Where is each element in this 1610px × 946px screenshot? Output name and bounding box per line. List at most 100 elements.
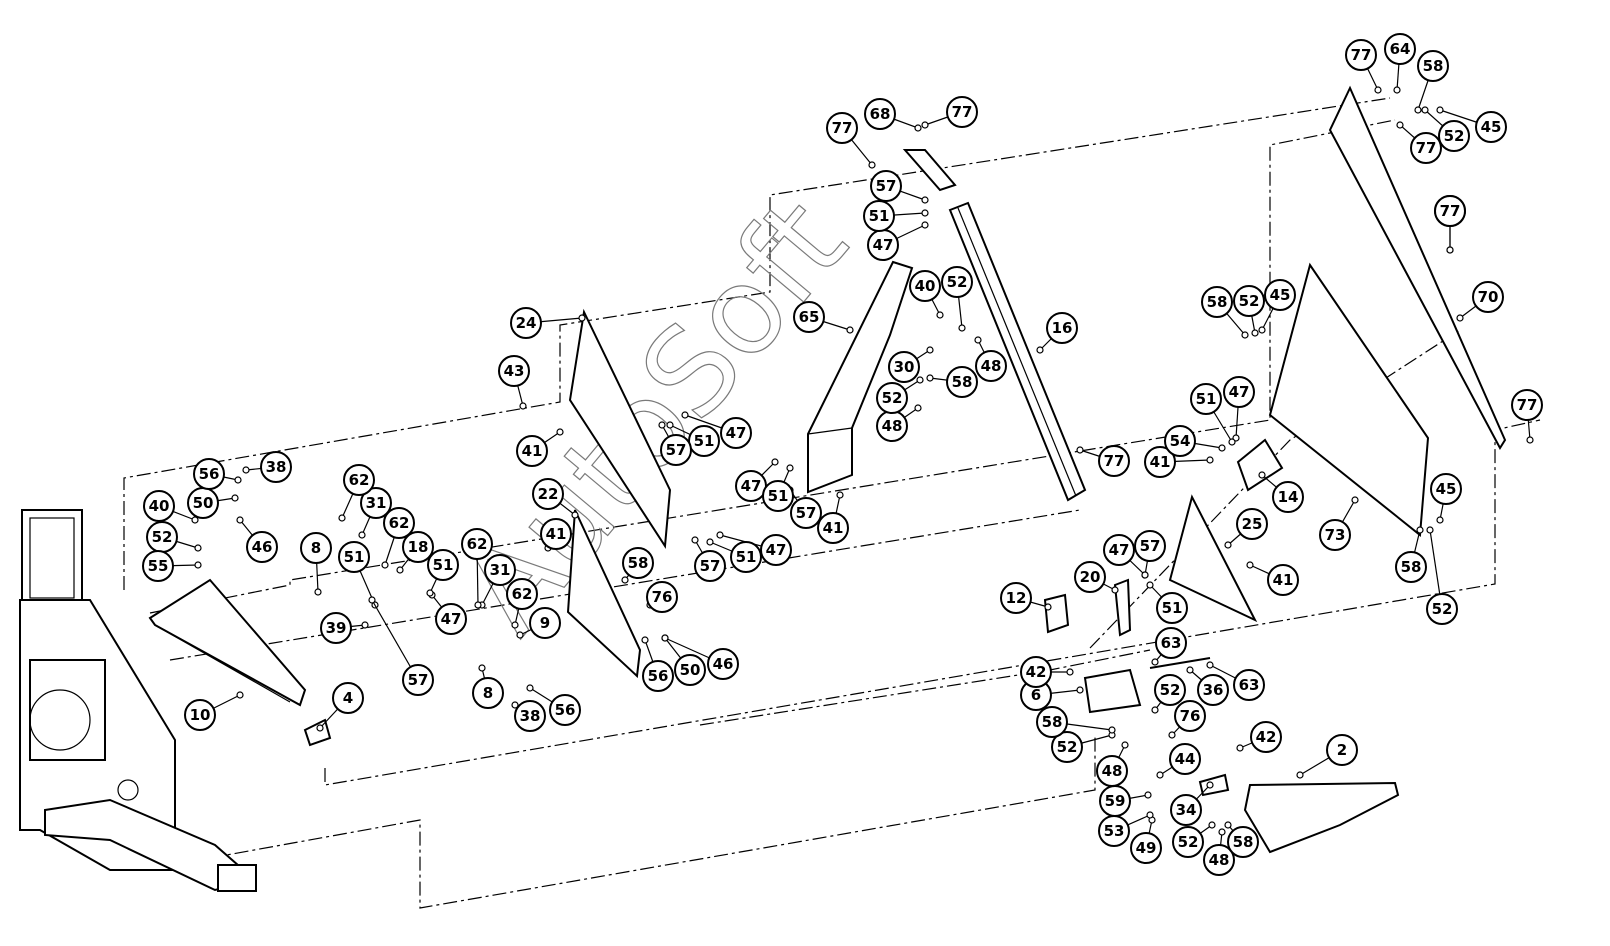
callout-balloon: 20 bbox=[1074, 561, 1106, 593]
part-16-edge bbox=[957, 207, 1077, 497]
callout-label: 10 bbox=[190, 706, 211, 724]
callout-balloon: 58 bbox=[1227, 826, 1259, 858]
callout-balloon: 52 bbox=[146, 521, 178, 553]
callout-balloon: 58 bbox=[1417, 50, 1449, 82]
callout-label: 36 bbox=[1203, 681, 1224, 699]
callout-circle bbox=[1384, 33, 1416, 65]
hardware-marker bbox=[1456, 314, 1464, 322]
callout-label: 62 bbox=[467, 535, 488, 553]
callout-circle bbox=[876, 382, 908, 414]
hardware-marker bbox=[661, 634, 669, 642]
hardware-marker bbox=[1076, 686, 1084, 694]
hardware-marker bbox=[1224, 541, 1232, 549]
hardware-marker bbox=[1374, 86, 1382, 94]
callout-circle bbox=[540, 518, 572, 550]
part-36-rod bbox=[1149, 657, 1211, 669]
callout-circle bbox=[1430, 473, 1462, 505]
callout-circle bbox=[674, 654, 706, 686]
callout-balloon: 22 bbox=[532, 478, 564, 510]
callout-label: 51 bbox=[694, 432, 715, 450]
callout-label: 63 bbox=[1161, 634, 1182, 652]
frame-panel bbox=[29, 659, 106, 761]
callout-label: 44 bbox=[1175, 750, 1196, 768]
hardware-marker bbox=[1258, 326, 1266, 334]
callout-label: 77 bbox=[832, 119, 853, 137]
callout-label: 48 bbox=[882, 417, 903, 435]
callout-circle bbox=[946, 366, 978, 398]
callout-circle bbox=[1098, 445, 1130, 477]
callout-circle bbox=[184, 699, 216, 731]
hardware-marker bbox=[1224, 821, 1232, 829]
callout-label: 62 bbox=[389, 514, 410, 532]
callout-circle bbox=[1020, 656, 1052, 688]
callout-label: 51 bbox=[768, 487, 789, 505]
callout-label: 77 bbox=[1104, 452, 1125, 470]
callout-balloon: 63 bbox=[1155, 627, 1187, 659]
hardware-marker bbox=[1414, 106, 1422, 114]
callout-circle bbox=[427, 549, 459, 581]
callout-balloon: 52 bbox=[876, 382, 908, 414]
callout-label: 40 bbox=[149, 497, 170, 515]
callout-balloon: 41 bbox=[540, 518, 572, 550]
callout-label: 59 bbox=[1105, 792, 1126, 810]
hardware-marker bbox=[1421, 106, 1429, 114]
hardware-marker bbox=[1206, 661, 1214, 669]
hardware-marker bbox=[921, 221, 929, 229]
callout-circle bbox=[1395, 551, 1427, 583]
callout-circle bbox=[720, 417, 752, 449]
callout-label: 41 bbox=[522, 442, 543, 460]
callout-label: 57 bbox=[408, 671, 429, 689]
callout-balloon: 12 bbox=[1000, 582, 1032, 614]
callout-circle bbox=[1426, 593, 1458, 625]
callout-label: 55 bbox=[148, 557, 169, 575]
callout-balloon: 77 bbox=[1410, 132, 1442, 164]
hardware-marker bbox=[236, 516, 244, 524]
callout-label: 45 bbox=[1481, 118, 1502, 136]
callout-circle bbox=[864, 98, 896, 130]
callout-label: 52 bbox=[882, 389, 903, 407]
callout-label: 22 bbox=[538, 485, 559, 503]
callout-circle bbox=[549, 694, 581, 726]
callout-circle bbox=[1164, 425, 1196, 457]
callout-circle bbox=[1144, 446, 1176, 478]
hardware-marker bbox=[921, 121, 929, 129]
callout-label: 52 bbox=[1160, 681, 1181, 699]
callout-balloon: 44 bbox=[1169, 743, 1201, 775]
hardware-marker bbox=[1296, 771, 1304, 779]
callout-circle bbox=[142, 550, 174, 582]
callout-balloon: 48 bbox=[876, 410, 908, 442]
callout-label: 16 bbox=[1052, 319, 1073, 337]
callout-balloon: 52 bbox=[1154, 674, 1186, 706]
hardware-marker bbox=[1186, 666, 1194, 674]
hardware-marker bbox=[1044, 603, 1052, 611]
callout-circle bbox=[529, 607, 561, 639]
callout-label: 68 bbox=[870, 105, 891, 123]
callout-label: 14 bbox=[1278, 488, 1299, 506]
callout-label: 57 bbox=[666, 441, 687, 459]
hardware-marker bbox=[1436, 106, 1444, 114]
hardware-marker bbox=[1351, 496, 1359, 504]
hardware-marker bbox=[511, 701, 519, 709]
part-10-edge bbox=[154, 624, 291, 703]
centerline-bottom bbox=[209, 735, 1096, 909]
callout-label: 58 bbox=[628, 554, 649, 572]
hardware-marker bbox=[1396, 121, 1404, 129]
callout-balloon: 77 bbox=[1098, 445, 1130, 477]
callout-balloon: 57 bbox=[790, 497, 822, 529]
callout-label: 63 bbox=[1239, 676, 1260, 694]
hardware-marker bbox=[1036, 346, 1044, 354]
callout-circle bbox=[143, 490, 175, 522]
callout-balloon: 73 bbox=[1319, 519, 1351, 551]
callout-circle bbox=[1511, 389, 1543, 421]
callout-label: 47 bbox=[1109, 541, 1130, 559]
callout-circle bbox=[1264, 279, 1296, 311]
part-68-bracket bbox=[902, 149, 957, 192]
hardware-marker bbox=[921, 209, 929, 217]
callout-label: 51 bbox=[1196, 390, 1217, 408]
callout-label: 70 bbox=[1478, 288, 1499, 306]
callout-balloon: 58 bbox=[622, 547, 654, 579]
hardware-marker bbox=[1218, 444, 1226, 452]
callout-circle bbox=[870, 170, 902, 202]
callout-balloon: 47 bbox=[760, 534, 792, 566]
part-16-rail bbox=[948, 201, 1087, 502]
